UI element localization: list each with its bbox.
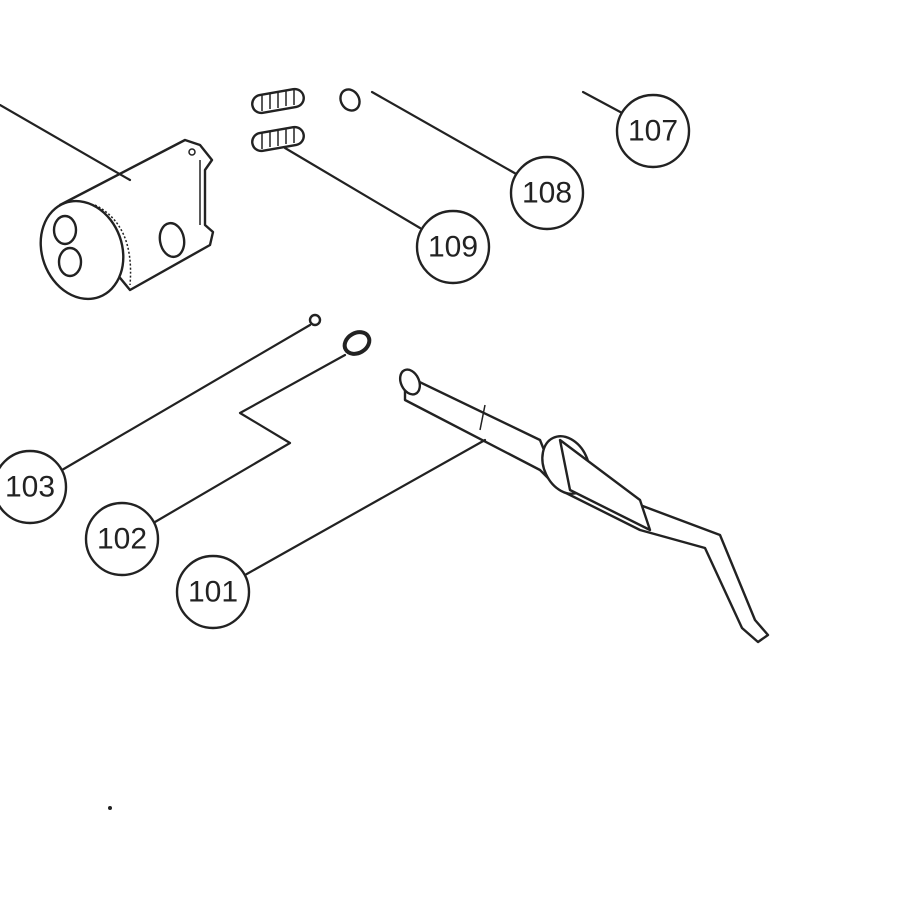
callout-108: 108 (509, 155, 585, 231)
callout-label: 102 (97, 523, 147, 556)
leader-107 (581, 90, 626, 116)
leader-101 (243, 438, 487, 577)
rod-101-part (398, 368, 770, 644)
washer-108-part (339, 88, 361, 112)
housing-part (39, 138, 215, 301)
callout-label: 107 (628, 115, 678, 148)
callout-101: 101 (175, 554, 251, 630)
callout-label: 101 (188, 576, 238, 609)
callout-103: 103 (0, 449, 68, 525)
callout-label: 108 (522, 177, 572, 210)
leader-108 (370, 90, 520, 177)
springs-part (251, 87, 305, 153)
stray-dot (108, 806, 112, 810)
leader-103 (60, 323, 312, 472)
pin-103-part (308, 313, 322, 327)
callout-label: 103 (5, 471, 55, 504)
callout-label: 109 (428, 231, 478, 264)
oring-102-part (342, 330, 372, 356)
callout-107: 107 (615, 93, 691, 169)
leader-109 (283, 146, 422, 230)
leader-housing (0, 103, 132, 182)
callout-102: 102 (84, 501, 160, 577)
leader-102 (153, 353, 347, 524)
callout-109: 109 (415, 209, 491, 285)
